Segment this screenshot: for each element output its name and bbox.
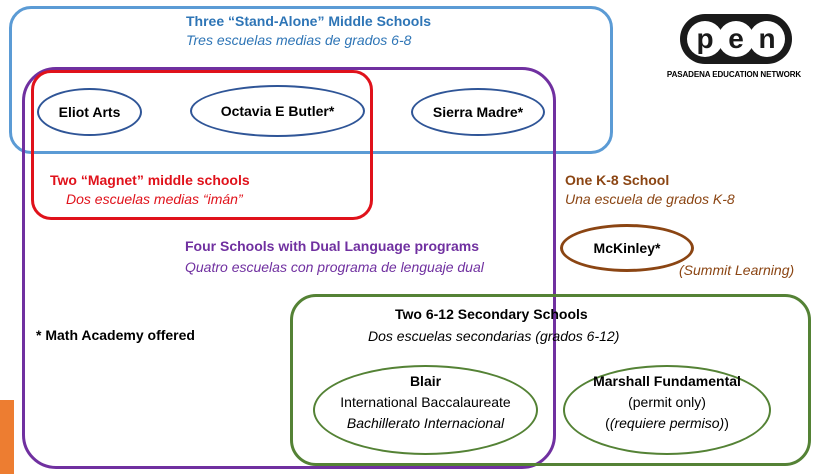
pen-logo: p e n PASADENA EDUCATION NETWORK — [660, 12, 808, 94]
school-marshall — [563, 365, 771, 455]
school-marshall-name: Marshall Fundamental — [593, 373, 741, 389]
school-octavia-butler: Octavia E Butler* — [190, 85, 365, 137]
dual-language-group-subtitle: Quatro escuelas con programa de lenguaje… — [185, 259, 484, 275]
school-mckinley: McKinley* — [560, 224, 694, 272]
school-mckinley-label: McKinley* — [593, 240, 661, 256]
school-octavia-butler-label: Octavia E Butler* — [220, 103, 335, 119]
school-marshall-permit: (permit only) — [628, 394, 706, 410]
mckinley-note: (Summit Learning) — [679, 262, 795, 278]
standalone-group-title: Three “Stand-Alone” Middle Schools — [186, 13, 432, 29]
school-marshall-permit-es-text: (requiere permiso) — [609, 415, 725, 431]
pen-logo-caption: PASADENA EDUCATION NETWORK — [666, 70, 802, 79]
k8-group-title: One K-8 School — [565, 172, 670, 188]
math-academy-note: * Math Academy offered — [36, 327, 195, 343]
school-sierra-madre: Sierra Madre* — [411, 88, 545, 136]
pen-logo-letter-n: n — [758, 23, 775, 54]
school-eliot-arts-label: Eliot Arts — [58, 104, 121, 120]
magnet-schools-group — [31, 70, 373, 220]
school-sierra-madre-label: Sierra Madre* — [432, 104, 524, 120]
k8-group-subtitle: Una escuela de grados K-8 — [565, 191, 735, 207]
magnet-group-subtitle: Dos escuelas medias “imán” — [66, 191, 243, 207]
pen-logo-mark: p e n — [680, 14, 792, 64]
secondary-schools-group — [290, 294, 811, 466]
school-marshall-permit-es: ((requiere permiso)) — [605, 415, 729, 431]
dual-language-group-title: Four Schools with Dual Language programs — [185, 238, 480, 254]
school-blair-program-es: Bachillerato Internacional — [346, 415, 505, 431]
standalone-schools-group — [9, 6, 613, 154]
pen-logo-letter-p: p — [696, 23, 713, 54]
school-blair-program: International Baccalaureate — [340, 394, 511, 410]
school-blair — [313, 365, 538, 455]
school-blair-name: Blair — [409, 373, 442, 389]
dual-language-group — [22, 67, 556, 469]
secondary-group-subtitle: Dos escuelas secondarias (grados 6-12) — [368, 328, 620, 344]
magnet-group-title: Two “Magnet” middle schools — [50, 172, 250, 188]
school-eliot-arts: Eliot Arts — [37, 88, 142, 136]
secondary-group-title: Two 6-12 Secondary Schools — [395, 306, 588, 322]
slide-accent-bar — [0, 400, 14, 474]
standalone-group-subtitle: Tres escuelas medias de grados 6-8 — [186, 32, 412, 48]
pen-logo-letter-e: e — [728, 23, 744, 54]
